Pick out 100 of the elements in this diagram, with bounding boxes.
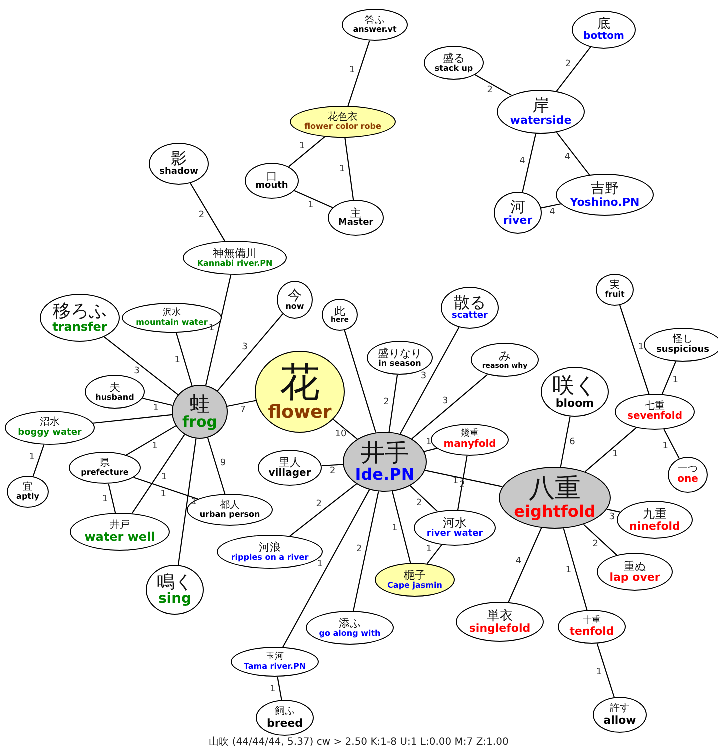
- japanese-word: 散る: [454, 295, 486, 312]
- edge-label: 3: [134, 367, 140, 376]
- edge-label: 10: [335, 430, 347, 440]
- japanese-word: 今: [288, 288, 302, 304]
- word-ellipse: [593, 697, 647, 733]
- edge-label: 3: [442, 397, 448, 406]
- japanese-word: 単衣: [487, 610, 513, 624]
- english-gloss: ripples on a river: [231, 554, 309, 562]
- word-ellipse: [668, 457, 708, 493]
- english-gloss: Kannabi river.PN: [197, 260, 273, 268]
- edge-label: 2: [356, 545, 362, 554]
- english-gloss: suspicious: [656, 346, 710, 355]
- english-gloss: now: [286, 303, 304, 312]
- connector-line: [556, 46, 592, 92]
- edge-label: 2: [198, 211, 205, 220]
- japanese-word: 蛙: [190, 394, 210, 415]
- edge-label: 4: [516, 558, 522, 567]
- english-gloss: flower color robe: [304, 123, 382, 132]
- english-gloss: mountain water: [136, 318, 208, 327]
- connector-line: [178, 438, 197, 566]
- edge-label: 1: [317, 560, 324, 570]
- edge-label: 1: [566, 566, 572, 576]
- connector-line: [410, 486, 438, 512]
- edge-label: 1: [308, 201, 314, 210]
- edge-label: 2: [565, 60, 572, 70]
- connector-line: [142, 398, 173, 406]
- edge-label: 3: [242, 344, 248, 353]
- japanese-word: 幾重: [461, 430, 479, 440]
- edge-label: 2: [592, 540, 598, 550]
- connector-line: [541, 204, 561, 209]
- connector-line: [294, 190, 334, 208]
- connector-line: [205, 274, 232, 386]
- edge-label: 1: [102, 496, 108, 505]
- japanese-word: 河浪: [259, 542, 281, 554]
- japanese-word: 影: [171, 151, 187, 168]
- english-gloss: flower: [268, 404, 332, 422]
- japanese-word: 鳴く: [157, 574, 193, 592]
- japanese-word: 添ふ: [339, 618, 361, 630]
- japanese-word: 都人: [220, 500, 240, 511]
- japanese-word: 里人: [279, 457, 301, 469]
- connector-line: [217, 314, 284, 392]
- japanese-word: 怪し: [673, 335, 693, 346]
- english-gloss: manyfold: [444, 440, 496, 450]
- english-gloss: one: [678, 475, 698, 486]
- japanese-word: 玉河: [266, 653, 284, 662]
- english-gloss: boggy water: [18, 428, 82, 438]
- english-gloss: sevenfold: [628, 412, 682, 422]
- connector-line: [32, 444, 45, 477]
- english-gloss: prefecture: [81, 469, 129, 478]
- connector-line: [424, 448, 438, 452]
- connector-line: [556, 132, 590, 176]
- connector-line: [132, 434, 186, 514]
- english-gloss: allow: [604, 714, 636, 726]
- japanese-word: 七重: [645, 402, 665, 412]
- english-gloss: river water: [426, 530, 484, 539]
- edge-label: 1: [162, 474, 168, 483]
- connector-line: [583, 524, 618, 556]
- english-gloss: Ide.PN: [355, 466, 415, 483]
- japanese-word: 許す: [610, 704, 630, 715]
- japanese-word: 重ぬ: [624, 560, 646, 572]
- word-ellipse: [245, 163, 299, 199]
- japanese-word: 口: [266, 170, 278, 182]
- english-gloss: stack up: [434, 64, 474, 73]
- connector-line: [282, 490, 370, 648]
- connector-line: [322, 464, 344, 467]
- edge-label: 4: [520, 157, 526, 166]
- english-gloss: husband: [96, 394, 134, 402]
- english-gloss: transfer: [52, 321, 108, 334]
- connector-line: [584, 428, 637, 472]
- edge-label: 1: [662, 442, 668, 452]
- japanese-word: 主: [350, 208, 362, 220]
- connector-line: [108, 484, 116, 514]
- edge-label: 1: [452, 477, 459, 486]
- japanese-word: 八重: [529, 476, 581, 504]
- edge-label: 6: [570, 438, 576, 448]
- connector-line: [344, 138, 354, 200]
- edge-label: 1: [174, 356, 180, 366]
- edge-label: 1: [270, 685, 276, 694]
- caption: 山吹 (44/44/44, 5.37) cw > 2.50 K:1-8 U:1 L:0.00 M:7 Z:1.00: [209, 737, 509, 748]
- japanese-word: 咲く: [552, 374, 598, 398]
- connector-line: [560, 416, 571, 468]
- connector-line: [388, 374, 398, 432]
- english-gloss: go along with: [319, 630, 381, 638]
- connector-line: [207, 438, 226, 494]
- japanese-word: 河水: [443, 517, 467, 530]
- japanese-word: 十重: [583, 616, 601, 626]
- japanese-word: 井戸: [110, 520, 130, 532]
- edge-label: 2: [330, 468, 336, 477]
- english-gloss: shadow: [160, 168, 198, 177]
- word-ellipse: [187, 494, 273, 526]
- connector-line: [620, 305, 650, 394]
- japanese-word: 宜: [23, 482, 33, 493]
- edge-label: 2: [316, 500, 322, 510]
- japanese-word: 河: [510, 200, 526, 216]
- japanese-word: 実: [610, 280, 620, 291]
- japanese-word: 盛りなり: [378, 348, 422, 360]
- edge-label: 1: [152, 442, 158, 452]
- edge-label: 7: [240, 406, 246, 416]
- japanese-word: 九重: [643, 508, 667, 521]
- edge-label: 4: [550, 208, 556, 218]
